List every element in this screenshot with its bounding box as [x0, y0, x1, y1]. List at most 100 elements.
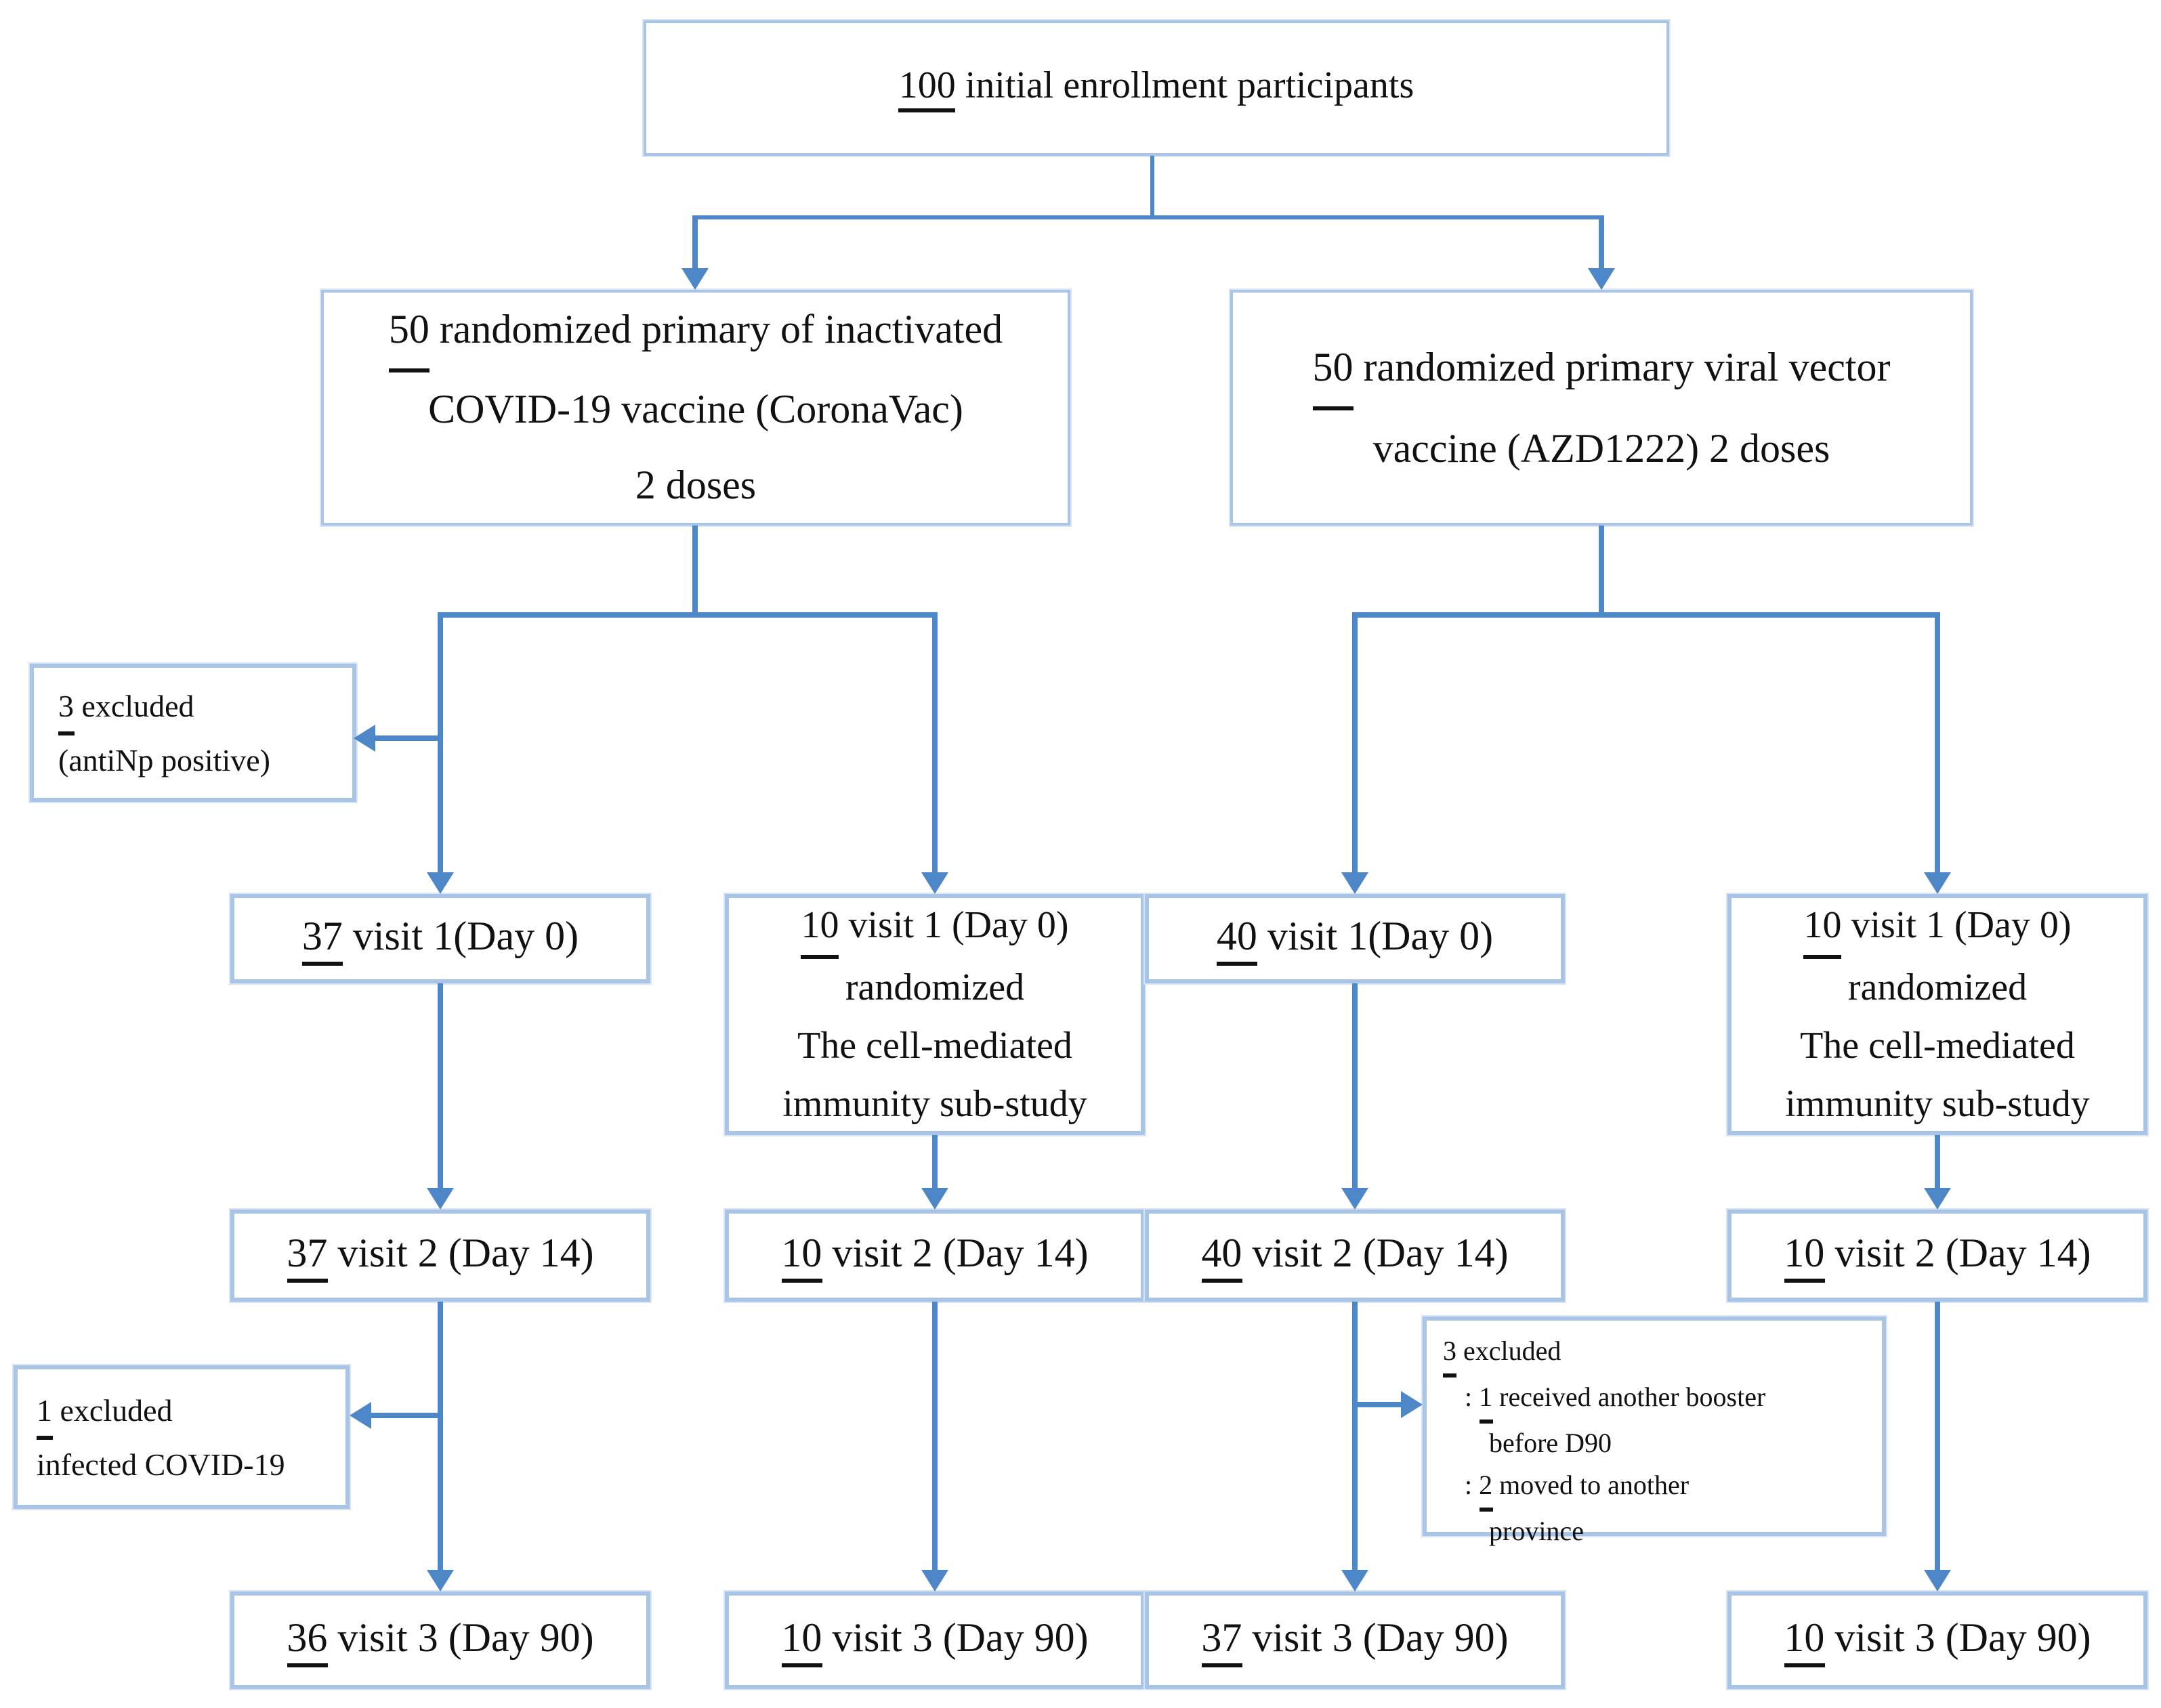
label-text: visit 3 (Day 90): [1824, 1615, 2091, 1660]
visit-text: 10 visit 2 (Day 14): [1784, 1229, 2091, 1282]
count-underlined: 100: [898, 63, 956, 113]
box-visit2-substudy-coronavac: 10 visit 2 (Day 14): [725, 1210, 1145, 1302]
label-text: visit 1(Day 0): [1257, 914, 1494, 958]
visit-text: 40 visit 1(Day 0): [1216, 912, 1494, 965]
count-underlined: 37: [1201, 1614, 1242, 1667]
connector-v2-v3-col4: [1935, 1302, 1940, 1570]
arrowhead-visit3-col3: [1341, 1570, 1368, 1592]
connector-v1-v2-col3: [1352, 983, 1358, 1188]
visit-text: 10 visit 3 (Day 90): [1784, 1614, 2091, 1667]
visit-text: 10 visit 2 (Day 14): [781, 1229, 1089, 1282]
arm-line-1: 50 randomized primary of inactivated: [388, 292, 1003, 372]
count-underlined: 10: [781, 1614, 822, 1667]
arm-line-3: 2 doses: [635, 463, 757, 507]
arrowhead-visit3-col1: [427, 1570, 454, 1592]
connector-v1-v2-col2: [932, 1135, 938, 1188]
box-visit3-coronavac: 36 visit 3 (Day 90): [230, 1592, 650, 1689]
label-text: randomized primary viral vector: [1353, 345, 1891, 389]
visit-text: 40 visit 2 (Day 14): [1201, 1229, 1509, 1282]
label-text: randomized primary of inactivated: [429, 307, 1003, 351]
label-text: visit 2 (Day 14): [822, 1231, 1089, 1275]
label-text: visit 1 (Day 0): [839, 904, 1069, 946]
arrowhead-arm-azd1222: [1588, 268, 1615, 290]
connector-azd1222-stem: [1599, 526, 1604, 615]
label-text: visit 3 (Day 90): [822, 1615, 1089, 1660]
visit-text: 37 visit 1(Day 0): [301, 912, 579, 965]
box-enrollment: 100 initial enrollment participants: [644, 20, 1669, 156]
substudy-line-4: immunity sub-study: [1785, 1083, 2090, 1125]
box-visit3-azd1222: 37 visit 3 (Day 90): [1145, 1592, 1565, 1689]
arrowhead-visit1-coronavac: [427, 872, 454, 894]
arrowhead-visit3-col4: [1924, 1570, 1951, 1592]
count-underlined: 10: [1784, 1229, 1825, 1282]
arrowhead-substudy-coronavac: [921, 872, 948, 894]
excluded-count-line: 3 excluded: [58, 681, 194, 735]
box-visit2-coronavac: 37 visit 2 (Day 14): [230, 1210, 650, 1302]
connector-azd1222-split: [1352, 612, 1940, 618]
count-underlined: 50: [1312, 328, 1354, 410]
connector-enrollment-stem: [1150, 156, 1154, 218]
count-underlined: 3: [58, 681, 74, 735]
connector-excluded-covid: [371, 1413, 440, 1418]
arrowhead-visit2-col1: [427, 1188, 454, 1210]
label-text: visit 3 (Day 90): [1242, 1615, 1509, 1660]
connector-v1-v2-col4: [1935, 1135, 1940, 1188]
arrowhead-excluded-covid: [350, 1402, 371, 1429]
count-underlined: 10: [801, 896, 839, 958]
connector-v2-v3-col3: [1352, 1302, 1358, 1570]
enrollment-text: 100 initial enrollment participants: [898, 63, 1414, 113]
connector-v2-v3-col1: [438, 1302, 443, 1570]
label-text: visit 1 (Day 0): [1841, 904, 2072, 946]
count-underlined: 37: [287, 1229, 328, 1282]
visit-text: 10 visit 3 (Day 90): [781, 1614, 1089, 1667]
arm-line-2: COVID-19 vaccine (CoronaVac): [428, 387, 963, 431]
connector-enrollment-split: [692, 215, 1604, 219]
substudy-line-4: immunity sub-study: [782, 1083, 1087, 1125]
box-visit1-coronavac: 37 visit 1(Day 0): [230, 894, 650, 983]
substudy-line-2: randomized: [845, 966, 1025, 1008]
box-visit2-azd1222: 40 visit 2 (Day 14): [1145, 1210, 1565, 1302]
label-text: moved to another: [1492, 1471, 1690, 1501]
count-underlined: 10: [781, 1229, 822, 1282]
box-visit1-azd1222: 40 visit 1(Day 0): [1145, 894, 1565, 983]
arm-line-1: 50 randomized primary viral vector: [1312, 328, 1891, 410]
connector-col2-drop: [932, 612, 938, 872]
count-underlined: 1: [37, 1385, 52, 1439]
colon: :: [1465, 1383, 1480, 1413]
box-arm-coronavac: 50 randomized primary of inactivated COV…: [321, 290, 1070, 526]
count-underlined: 10: [1803, 896, 1842, 958]
arrowhead-substudy-azd1222: [1924, 872, 1951, 894]
label-text: visit 3 (Day 90): [327, 1615, 594, 1660]
count-underlined: 36: [287, 1614, 328, 1667]
excluded-reason-2-cont: province: [1489, 1517, 1584, 1547]
label-text: excluded: [1456, 1337, 1561, 1367]
label-text: visit 2 (Day 14): [1824, 1231, 2091, 1275]
count-underlined: 40: [1201, 1229, 1242, 1282]
excluded-reason: infected COVID-19: [37, 1447, 285, 1481]
connector-to-arm-coronavac: [692, 215, 698, 270]
count-underlined: 37: [301, 912, 343, 965]
visit-text: 37 visit 2 (Day 14): [287, 1229, 594, 1282]
count-underlined: 2: [1479, 1466, 1493, 1512]
connector-to-arm-azd1222: [1599, 215, 1604, 270]
arrowhead-excluded-d90: [1401, 1391, 1423, 1418]
count-underlined: 40: [1216, 912, 1257, 965]
label-text: visit 1(Day 0): [342, 914, 579, 958]
box-excluded-d90: 3 excluded : 1 received another booster …: [1423, 1317, 1886, 1547]
label-text: initial enrollment participants: [955, 64, 1414, 107]
substudy-line-2: randomized: [1847, 966, 2028, 1008]
colon: :: [1465, 1471, 1480, 1501]
box-arm-azd1222: 50 randomized primary viral vector vacci…: [1230, 290, 1973, 526]
arrowhead-visit1-azd1222: [1341, 872, 1368, 894]
count-underlined: 10: [1784, 1614, 1825, 1667]
connector-excluded-d90: [1355, 1402, 1404, 1407]
connector-col4-drop: [1935, 612, 1940, 872]
excluded-reason-1-cont: before D90: [1489, 1429, 1612, 1459]
label-text: received another booster: [1492, 1383, 1766, 1413]
box-excluded-antinp: 3 excluded (antiNp positive): [30, 664, 356, 802]
connector-excluded-antinp: [375, 735, 440, 741]
excluded-count-line: 1 excluded: [37, 1385, 173, 1439]
connector-col1-drop: [438, 612, 443, 872]
box-visit3-substudy-azd1222: 10 visit 3 (Day 90): [1727, 1592, 2147, 1689]
